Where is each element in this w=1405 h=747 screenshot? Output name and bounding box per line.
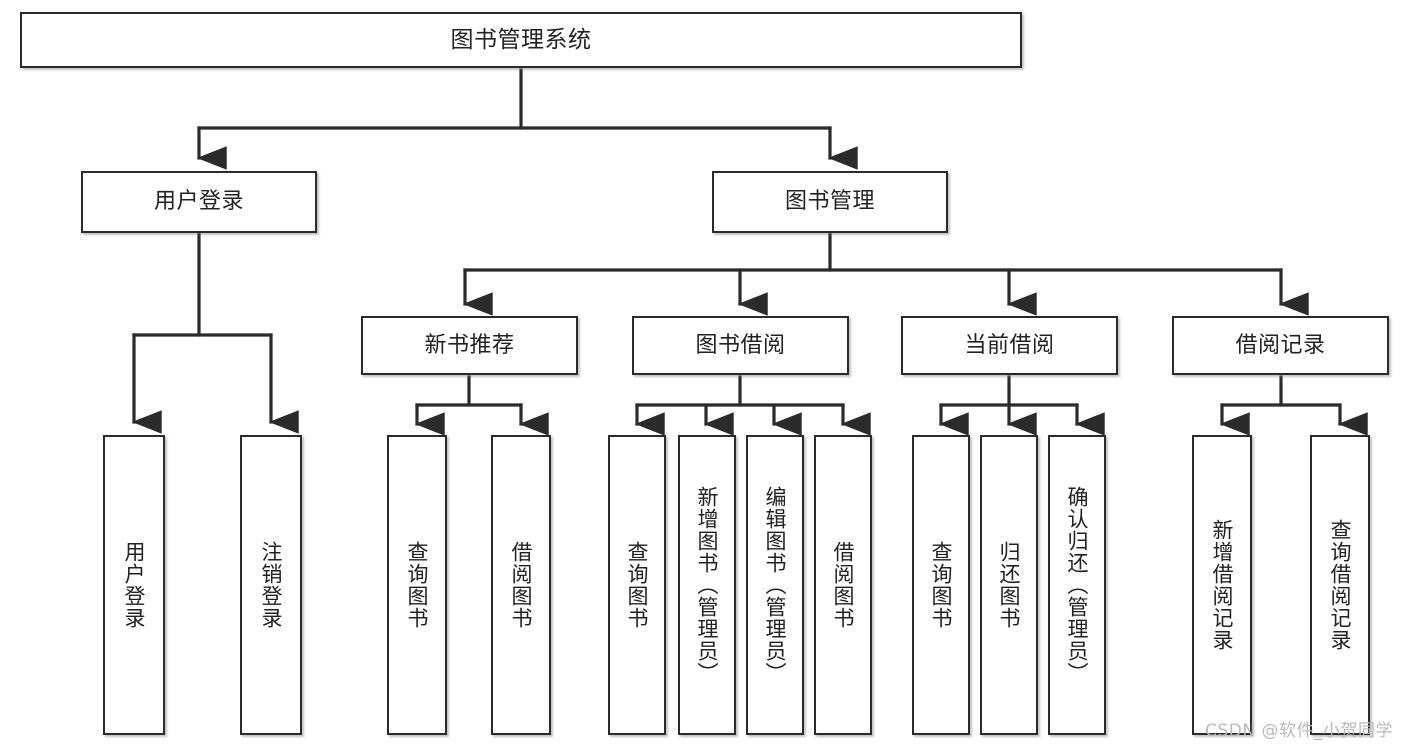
- node-label: 新增图书（管理员）: [695, 486, 720, 684]
- node-user-login[interactable]: 用户登录: [81, 171, 317, 233]
- node-label: 借阅图书: [831, 541, 856, 629]
- node-label: 图书借阅: [695, 332, 786, 358]
- node-leaf-borrow-book-2[interactable]: 借阅图书: [814, 435, 872, 735]
- node-borrow-record[interactable]: 借阅记录: [1172, 316, 1389, 375]
- node-leaf-confirm-return-admin[interactable]: 确认归还（管理员）: [1048, 435, 1106, 735]
- node-book-borrow[interactable]: 图书借阅: [632, 316, 849, 375]
- node-label: 注销登录: [259, 541, 284, 629]
- node-leaf-query-book-3[interactable]: 查询图书: [912, 435, 970, 735]
- node-label: 新增借阅记录: [1210, 519, 1235, 651]
- node-label: 图书管理系统: [450, 26, 592, 53]
- node-label: 图书管理: [784, 189, 875, 215]
- node-new-book-recommend[interactable]: 新书推荐: [361, 316, 578, 375]
- node-label: 归还图书: [997, 541, 1022, 629]
- node-label: 查询借阅记录: [1328, 519, 1353, 651]
- node-label: 新书推荐: [424, 332, 515, 358]
- node-label: 当前借阅: [964, 332, 1055, 358]
- node-label: 用户登录: [122, 541, 147, 629]
- node-label: 编辑图书（管理员）: [763, 486, 788, 684]
- node-label: 借阅图书: [509, 541, 534, 629]
- csdn-watermark: CSDN @软件_小贺同学: [1205, 721, 1393, 741]
- node-leaf-query-book-2[interactable]: 查询图书: [608, 435, 666, 735]
- node-leaf-add-borrow-record[interactable]: 新增借阅记录: [1192, 435, 1252, 735]
- node-leaf-edit-book-admin[interactable]: 编辑图书（管理员）: [746, 435, 804, 735]
- node-label: 查询图书: [929, 541, 954, 629]
- node-label: 查询图书: [625, 541, 650, 629]
- node-leaf-add-book-admin[interactable]: 新增图书（管理员）: [678, 435, 736, 735]
- node-leaf-return-book[interactable]: 归还图书: [980, 435, 1038, 735]
- node-root-book-management-system[interactable]: 图书管理系统: [20, 12, 1022, 68]
- node-leaf-query-borrow-record[interactable]: 查询借阅记录: [1310, 435, 1370, 735]
- node-book-management[interactable]: 图书管理: [712, 171, 948, 233]
- node-leaf-query-book-1[interactable]: 查询图书: [387, 435, 447, 735]
- node-label: 借阅记录: [1235, 332, 1326, 358]
- node-leaf-user-login[interactable]: 用户登录: [103, 435, 165, 735]
- node-leaf-logout-login[interactable]: 注销登录: [240, 435, 302, 735]
- node-label: 用户登录: [153, 189, 244, 215]
- node-leaf-borrow-book-1[interactable]: 借阅图书: [491, 435, 551, 735]
- node-label: 确认归还（管理员）: [1065, 486, 1090, 684]
- node-current-borrow[interactable]: 当前借阅: [901, 316, 1118, 375]
- node-label: 查询图书: [405, 541, 430, 629]
